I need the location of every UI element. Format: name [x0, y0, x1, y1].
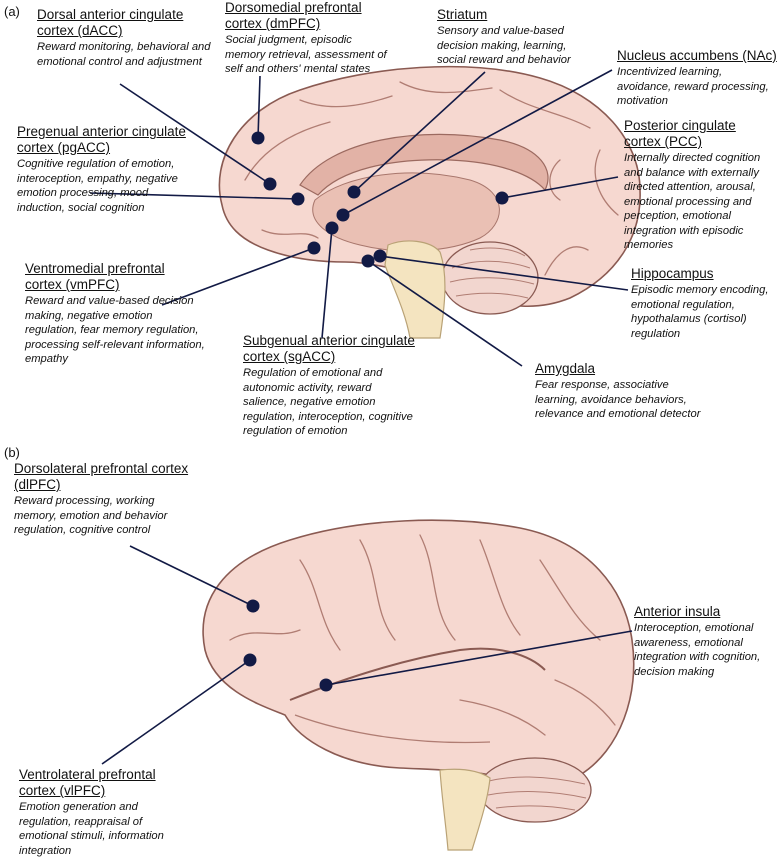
marker-dacc [263, 177, 277, 191]
region-title: Dorsal anterior cingulate cortex (dACC) [37, 7, 184, 38]
leader-sgacc [321, 227, 333, 339]
region-description: Reward processing, working memory, emoti… [14, 495, 168, 536]
marker-vmpfc [307, 241, 321, 255]
region-title: Subgenual anterior cingulate cortex (sgA… [243, 333, 415, 364]
panel-b-label: (b) [4, 445, 20, 460]
label-pgacc: Pregenual anterior cingulate cortex (pgA… [17, 124, 192, 215]
marker-amygdala [361, 254, 375, 268]
label-dacc: Dorsal anterior cingulate cortex (dACC) … [37, 7, 222, 69]
brainstem-a [384, 240, 446, 339]
label-pcc: Posterior cingulate cortex (PCC) Interna… [624, 118, 776, 253]
marker-insula [319, 678, 333, 692]
region-description: Reward monitoring, behavioral and emotio… [37, 41, 211, 68]
marker-nac [336, 208, 350, 222]
region-title: Ventrolateral prefrontal cortex (vlPFC) [19, 767, 156, 798]
label-amygdala: Amygdala Fear response, associative lear… [535, 361, 705, 422]
leader-nac [342, 69, 613, 216]
leader-dacc [119, 83, 271, 185]
lateral-gyri [229, 534, 616, 736]
region-description: Social judgment, episodic memory retriev… [225, 34, 387, 75]
lateral-brain [202, 519, 635, 851]
label-striatum: Striatum Sensory and value-based decisio… [437, 7, 587, 68]
lateral-cortex [202, 519, 635, 788]
region-title: Nucleus accumbens (NAc) [617, 48, 777, 63]
label-sgacc: Subgenual anterior cingulate cortex (sgA… [243, 333, 418, 439]
leader-vmpfc [161, 247, 315, 306]
label-dlpfc: Dorsolateral prefrontal cortex (dlPFC) R… [14, 461, 194, 538]
region-title: Hippocampus [631, 266, 714, 281]
cerebellum-a [441, 241, 539, 315]
region-description: Interoception, emotional awareness, emot… [634, 622, 761, 678]
region-description: Cognitive regulation of emotion, interoc… [17, 158, 178, 214]
sagittal-brain [218, 65, 641, 339]
region-title: Amygdala [535, 361, 596, 376]
region-description: Sensory and value-based decision making,… [437, 25, 571, 66]
region-title: Striatum [437, 7, 488, 22]
region-description: Fear response, associative learning, avo… [535, 379, 701, 420]
region-title: Pregenual anterior cingulate cortex (pgA… [17, 124, 186, 155]
leader-striatum [353, 71, 486, 193]
leader-amygdala [367, 260, 523, 367]
marker-pgacc [291, 192, 305, 206]
leader-hippocampus [379, 255, 629, 291]
marker-dmpfc [251, 131, 265, 145]
leader-dlpfc [129, 545, 254, 607]
region-description: Incentivized learning, avoidance, reward… [617, 66, 769, 107]
marker-pcc [495, 191, 509, 205]
leader-insula [325, 630, 633, 686]
region-description: Regulation of emotional and autonomic ac… [243, 367, 413, 437]
region-title: Dorsomedial prefrontal cortex (dmPFC) [225, 0, 362, 31]
region-title: Posterior cingulate cortex (PCC) [624, 118, 736, 149]
marker-hippocampus [373, 249, 387, 263]
region-description: Reward and value-based decision making, … [25, 295, 205, 365]
region-description: Internally directed cognition and balanc… [624, 152, 761, 251]
region-title: Ventromedial prefrontal cortex (vmPFC) [25, 261, 165, 292]
marker-sgacc [325, 221, 339, 235]
label-hippocampus: Hippocampus Episodic memory encoding, em… [631, 266, 778, 341]
region-description: Episodic memory encoding, emotional regu… [631, 284, 769, 340]
marker-dlpfc [246, 599, 260, 613]
leader-pgacc [89, 192, 299, 200]
region-title: Dorsolateral prefrontal cortex (dlPFC) [14, 461, 189, 492]
leader-pcc [501, 176, 619, 199]
marker-vlpfc [243, 653, 257, 667]
label-vmpfc: Ventromedial prefrontal cortex (vmPFC) R… [25, 261, 205, 367]
region-description: Emotion generation and regulation, reapp… [19, 801, 164, 857]
label-dmpfc: Dorsomedial prefrontal cortex (dmPFC) So… [225, 0, 395, 77]
leader-lines [89, 69, 633, 765]
label-anterior-insula: Anterior insula Interoception, emotional… [634, 604, 776, 679]
marker-striatum [347, 185, 361, 199]
label-vlpfc: Ventrolateral prefrontal cortex (vlPFC) … [19, 767, 184, 858]
leader-vlpfc [101, 659, 251, 765]
brainstem-b [439, 768, 491, 851]
cerebellum-b [478, 757, 592, 823]
leader-dmpfc [257, 75, 261, 139]
label-nac: Nucleus accumbens (NAc) Incentivized lea… [617, 48, 777, 109]
region-title: Anterior insula [634, 604, 721, 619]
region-markers [243, 131, 509, 692]
panel-a-label: (a) [4, 4, 20, 19]
